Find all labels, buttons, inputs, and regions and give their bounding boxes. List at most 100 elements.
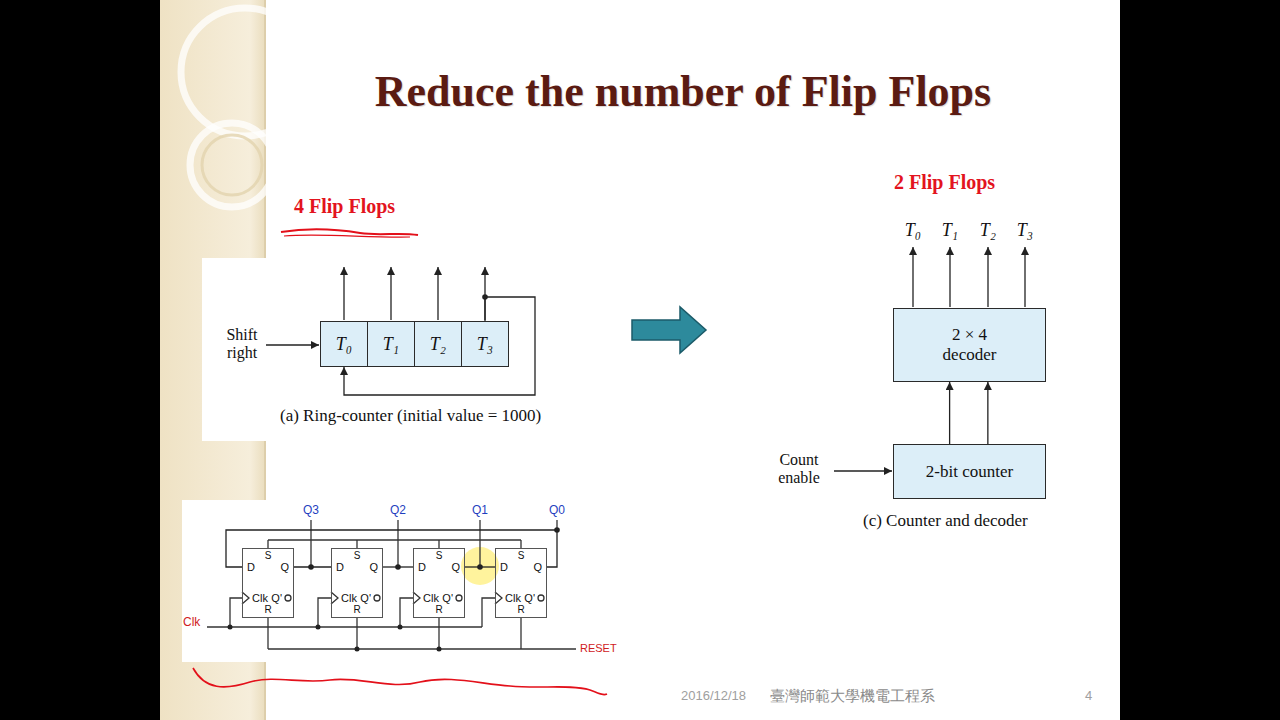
figure-caption: (a) Ring-counter (initial value = 1000) xyxy=(280,406,541,426)
signal-name: Shift right xyxy=(219,326,265,363)
pin-name: Q' xyxy=(524,593,535,604)
figure-caption: (a) Ring-counter (initial value = 1000) xyxy=(280,406,541,425)
output-arrow xyxy=(343,267,344,320)
d-flip-flop: SD Q ClkQ'R xyxy=(331,548,383,618)
signal-name: Clk xyxy=(183,615,200,629)
signal-name: Q3 xyxy=(303,503,319,517)
pin-name: Clk xyxy=(341,593,357,604)
signal-name: Q0 xyxy=(549,504,565,518)
pin-name: D xyxy=(418,562,426,573)
set-bus xyxy=(268,539,521,540)
clock-wire xyxy=(482,598,495,627)
output-name: T₃ xyxy=(1017,220,1033,240)
output-name: T₂ xyxy=(980,220,996,240)
junction-dot xyxy=(355,647,360,652)
slide-date: 2016/12/18 xyxy=(681,688,746,703)
slide-footer: 臺灣師範大學機電工程系 xyxy=(770,687,935,704)
output-name: T₁ xyxy=(942,220,958,241)
output-arrow xyxy=(912,247,913,307)
output-arrow xyxy=(949,247,950,307)
pin-name: Q xyxy=(280,562,289,573)
clock-wire xyxy=(230,598,242,627)
set-wire xyxy=(438,540,439,548)
slide-date: 2016/12/18 xyxy=(681,689,746,704)
counter-box: 2-bit counter xyxy=(893,444,1046,499)
pin-name: Clk xyxy=(252,593,268,604)
set-wire xyxy=(267,540,268,548)
clock-wire xyxy=(318,598,331,627)
box-label: T₀ xyxy=(336,334,352,355)
figure-panel xyxy=(182,500,622,662)
set-pin: S xyxy=(518,551,525,561)
register-cell: T₁ xyxy=(367,321,415,367)
bus-arrow xyxy=(949,382,950,444)
input-arrow xyxy=(834,470,892,471)
pin-name: Q xyxy=(369,562,378,573)
clock-triangle xyxy=(242,592,249,604)
inversion-bubble xyxy=(456,595,462,601)
block-arrow xyxy=(632,307,706,353)
pin-name: Q' xyxy=(442,593,453,604)
section-heading: 4 Flip Flops xyxy=(294,195,395,217)
pen-underline xyxy=(284,235,410,237)
d-flip-flop: SDQClkQ'R xyxy=(413,548,465,618)
reset-wire xyxy=(520,618,521,649)
slide-title: Reduce the number of Flip Flops xyxy=(375,66,991,117)
d-flip-flop: SDQClkQ'R xyxy=(242,548,294,618)
box-label: T₃ xyxy=(477,334,493,355)
q-tap-wire xyxy=(479,520,480,567)
signal-name: Q2 xyxy=(390,504,406,518)
decor-circle xyxy=(190,123,266,207)
output-name: T₀ xyxy=(905,220,921,240)
pin-name: Q xyxy=(451,562,460,573)
clock-triangle xyxy=(331,592,338,604)
pen-squiggle xyxy=(193,668,607,695)
box-label: T₁ xyxy=(383,334,399,355)
slide-footer: 臺灣師範大學機電工程系 xyxy=(770,687,935,704)
set-pin: S xyxy=(354,551,361,561)
register-cell: T₂ xyxy=(414,321,462,367)
pin-name: Q' xyxy=(271,593,282,604)
output-arrow xyxy=(390,267,391,320)
feedback-arrow xyxy=(344,297,535,395)
decor-circle xyxy=(181,8,266,136)
pin-name: D xyxy=(336,562,344,573)
clock-wire xyxy=(400,598,413,627)
decoder-box: 2 × 4 decoder xyxy=(893,308,1046,382)
signal-name: Q3 xyxy=(303,504,319,518)
junction-dot xyxy=(316,625,321,630)
q-tap-wire xyxy=(397,520,398,567)
bus-arrow xyxy=(987,382,988,444)
input-arrow xyxy=(266,344,319,345)
set-pin: S xyxy=(436,551,443,561)
pin-name: Q' xyxy=(360,593,371,604)
slide-background xyxy=(160,0,1120,720)
clock-bus xyxy=(207,626,482,627)
register-cell: T₃ xyxy=(461,321,509,367)
reset-pin: R xyxy=(353,605,360,615)
wire xyxy=(465,566,495,567)
signal-name: Count enable xyxy=(768,451,830,488)
reset-pin: R xyxy=(435,605,442,615)
reset-wire xyxy=(267,618,268,649)
section-heading: 2 Flip Flops xyxy=(894,171,995,193)
decor-circle xyxy=(202,135,262,195)
reset-wire xyxy=(438,618,439,649)
q-tap-wire xyxy=(310,520,311,567)
box-label: T₂ xyxy=(430,334,446,355)
set-pin: S xyxy=(265,551,272,561)
pin-name: D xyxy=(247,562,255,573)
figure-panel xyxy=(202,258,576,441)
inversion-bubble xyxy=(285,595,291,601)
reset-bus xyxy=(268,648,576,649)
signal-name: Clk xyxy=(183,616,200,630)
signal-name: Q0 xyxy=(549,503,565,517)
inversion-bubble xyxy=(374,595,380,601)
signal-name: RESET xyxy=(580,642,617,655)
figure-caption: (c) Counter and decoder xyxy=(863,511,1028,530)
reset-pin: R xyxy=(517,605,524,615)
inversion-bubble xyxy=(538,595,544,601)
output-name: T₀ xyxy=(905,220,921,241)
output-arrow xyxy=(987,247,988,307)
set-wire xyxy=(520,540,521,548)
